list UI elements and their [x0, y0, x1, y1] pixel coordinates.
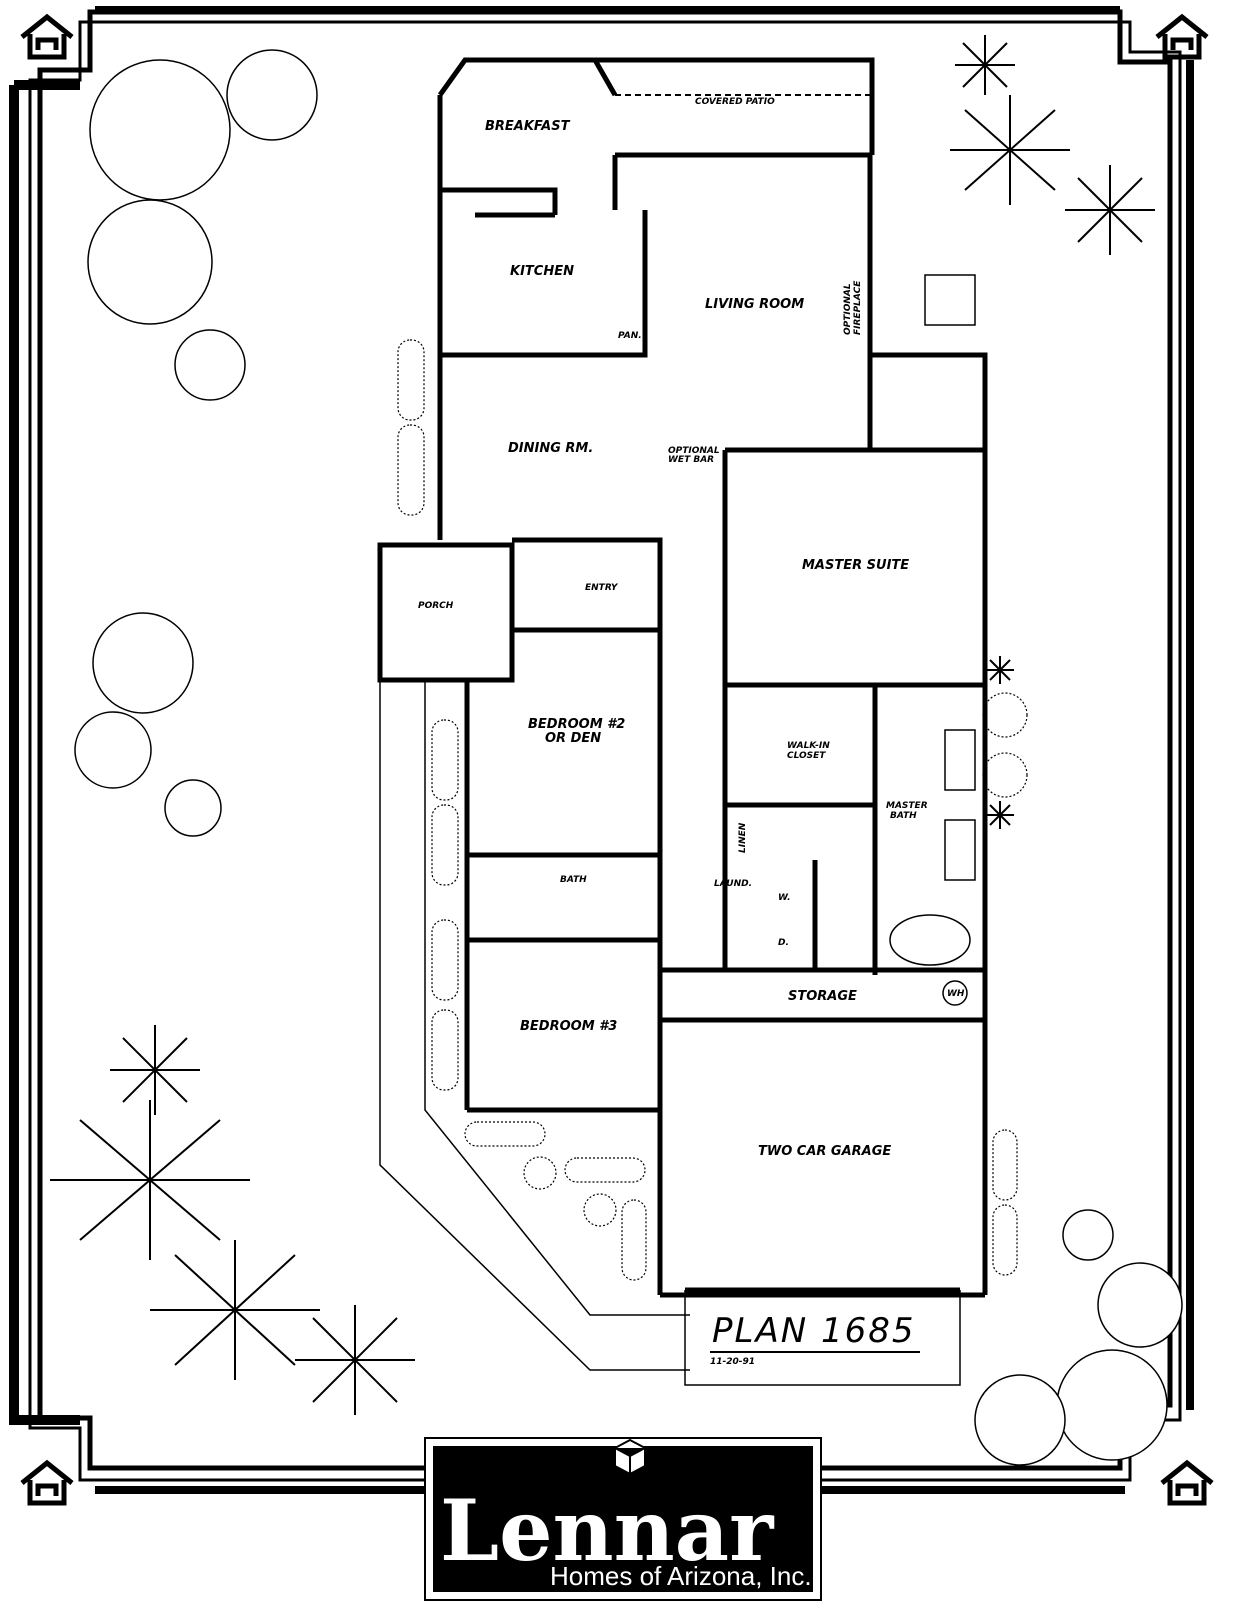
label-breakfast: BREAKFAST — [485, 119, 571, 134]
label-entry: ENTRY — [585, 583, 619, 593]
label-optional-wet-bar: OPTIONAL — [668, 446, 720, 456]
label-garage: TWO CAR GARAGE — [758, 1144, 891, 1159]
logo-subtitle: Homes of Arizona, Inc. — [550, 1561, 812, 1591]
landscape-palms — [50, 35, 1155, 1415]
floor-plan-walls — [377, 57, 988, 1371]
label-dryer: D. — [778, 938, 789, 948]
label-bedroom-2: BEDROOM #2 — [528, 717, 625, 732]
label-water-heater: WH — [947, 989, 965, 999]
label-optional-fireplace: OPTIONAL — [843, 283, 853, 335]
label-porch: PORCH — [418, 601, 454, 611]
plan-date: 11-20-91 — [710, 1357, 755, 1367]
label-living-room: LIVING ROOM — [705, 297, 804, 312]
label-master-bath: MASTER — [886, 801, 928, 811]
label-bedroom-3: BEDROOM #3 — [520, 1019, 617, 1034]
room-labels: BREAKFAST COVERED PATIO KITCHEN PAN. LIV… — [418, 97, 965, 1159]
plan-title: PLAN 1685 — [712, 1311, 915, 1351]
label-optional-wet-bar-2: WET BAR — [668, 455, 714, 465]
label-bedroom-2-den: OR DEN — [545, 731, 601, 746]
label-closet: CLOSET — [787, 751, 826, 761]
label-master-bath-2: BATH — [890, 811, 917, 821]
label-storage: STORAGE — [788, 989, 857, 1004]
label-kitchen: KITCHEN — [510, 264, 574, 279]
house-corner-icon — [20, 1459, 74, 1506]
label-laundry: LAUND. — [714, 879, 752, 889]
label-walk-in: WALK-IN — [787, 741, 830, 751]
landscape-trees — [74, 49, 1183, 1466]
logo-name: Lennar — [440, 1481, 775, 1580]
label-bath: BATH — [560, 875, 587, 885]
label-optional-fireplace-2: FIREPLACE — [853, 280, 863, 335]
plan-label-box: PLAN 1685 11-20-91 — [684, 1287, 961, 1386]
logo-house-icon — [614, 1438, 646, 1476]
label-dining: DINING RM. — [508, 441, 593, 456]
house-corner-icon — [20, 13, 74, 60]
label-washer: W. — [778, 893, 791, 903]
label-linen: LINEN — [738, 822, 748, 853]
house-corner-icon — [1155, 13, 1209, 60]
label-master-suite: MASTER SUITE — [802, 558, 909, 573]
label-covered-patio: COVERED PATIO — [695, 97, 775, 107]
lennar-logo: Lennar Homes of Arizona, Inc. — [424, 1437, 822, 1601]
house-corner-icon — [1160, 1459, 1214, 1506]
landscape-shrubs — [397, 339, 1028, 1281]
label-pantry: PAN. — [618, 331, 642, 341]
